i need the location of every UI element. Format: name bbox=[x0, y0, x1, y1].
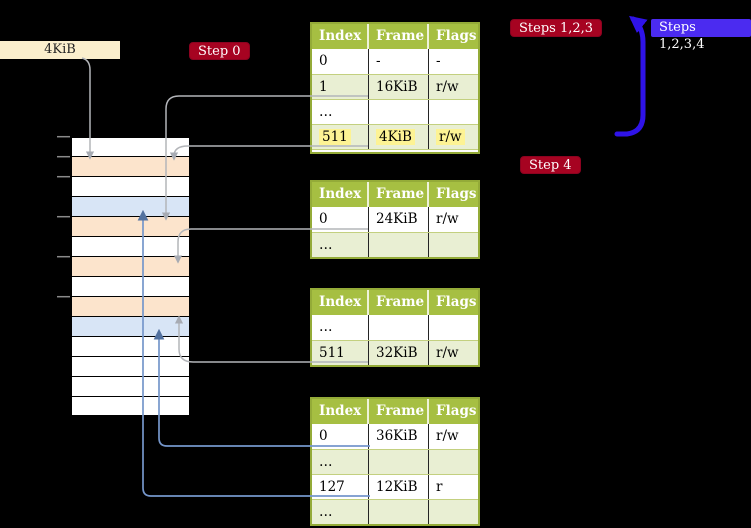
memory-row bbox=[71, 257, 189, 276]
col-flags: Flags bbox=[436, 186, 477, 202]
memory-row bbox=[71, 237, 189, 256]
memory-row bbox=[71, 337, 189, 356]
cell-flags: r/w bbox=[429, 125, 478, 149]
table-row-ellipsis: … bbox=[312, 315, 478, 340]
cell-index: … bbox=[312, 315, 369, 340]
memory-ticks bbox=[57, 135, 70, 298]
col-index: Index bbox=[312, 24, 369, 49]
col-index: Index bbox=[312, 399, 369, 424]
cell-index: … bbox=[312, 500, 369, 524]
cell-flags bbox=[429, 100, 478, 124]
cell-flags: r/w bbox=[436, 211, 459, 227]
cell-frame: - bbox=[369, 49, 429, 74]
memory-row bbox=[71, 157, 189, 176]
memory-row bbox=[71, 377, 189, 396]
clipped-row bbox=[312, 149, 478, 152]
step-4-badge: Step 4 bbox=[520, 156, 581, 174]
page-table-b: Index Frame Flags … 511 32KiB r/w bbox=[310, 288, 480, 367]
cell-index: 0 bbox=[312, 207, 369, 232]
cell-frame: 4KiB bbox=[369, 125, 429, 149]
memory-row bbox=[71, 357, 189, 376]
cell-frame bbox=[369, 100, 429, 124]
cell-flags: - bbox=[436, 53, 441, 69]
cell-frame bbox=[369, 233, 429, 257]
cell-index: 0 bbox=[312, 49, 369, 74]
table-header: Index Frame Flags bbox=[312, 24, 478, 49]
cell-frame: 32KiB bbox=[369, 341, 429, 365]
highlighted-value: r/w bbox=[436, 129, 465, 145]
cell-flags: r/w bbox=[436, 79, 459, 95]
memory-row bbox=[71, 177, 189, 196]
cell-flags bbox=[429, 315, 478, 340]
cell-frame: 24KiB bbox=[369, 207, 429, 232]
col-flags: Flags bbox=[436, 28, 477, 44]
cell-index: 0 bbox=[312, 424, 369, 449]
cell-frame: 16KiB bbox=[369, 75, 429, 99]
table-row-ellipsis: … bbox=[312, 99, 478, 124]
cell-frame: 12KiB bbox=[369, 475, 429, 499]
table-row: 511 32KiB r/w bbox=[312, 340, 478, 365]
col-frame: Frame bbox=[369, 399, 429, 424]
cell-index: … bbox=[312, 450, 369, 474]
steps-1234-badge: Steps 1,2,3,4 bbox=[651, 19, 751, 52]
physical-memory-column bbox=[70, 136, 190, 417]
table-row: 0 24KiB r/w bbox=[312, 207, 478, 232]
col-flags: Flags bbox=[436, 294, 477, 310]
table-row: 1 16KiB r/w bbox=[312, 74, 478, 99]
col-index: Index bbox=[312, 290, 369, 315]
cell-flags bbox=[429, 233, 478, 257]
step-0-badge: Step 0 bbox=[189, 42, 250, 60]
steps-123-badge: Steps 1,2,3 bbox=[510, 19, 603, 37]
cell-index: … bbox=[312, 233, 369, 257]
table-row: 0 - - bbox=[312, 49, 478, 74]
cell-index: … bbox=[312, 100, 369, 124]
cell-index: 511 bbox=[312, 341, 369, 365]
table-row-ellipsis: … bbox=[312, 449, 478, 474]
arrow-loop-steps-123 bbox=[614, 15, 648, 137]
memory-row bbox=[71, 297, 189, 316]
table-row: 0 36KiB r/w bbox=[312, 424, 478, 449]
cell-frame bbox=[369, 500, 429, 524]
cell-flags bbox=[429, 450, 478, 474]
memory-row bbox=[71, 317, 189, 336]
table-header: Index Frame Flags bbox=[312, 399, 478, 424]
page-table-a: Index Frame Flags 0 24KiB r/w … bbox=[310, 180, 480, 259]
cell-flags: r bbox=[436, 479, 443, 495]
col-index: Index bbox=[312, 182, 369, 207]
page-size-label: 4KiB bbox=[0, 41, 120, 59]
cell-index: 1 bbox=[312, 75, 369, 99]
col-flags: Flags bbox=[436, 403, 477, 419]
cell-index: 511 bbox=[312, 125, 369, 149]
memory-row bbox=[71, 277, 189, 296]
table-row-highlighted: 511 4KiB r/w bbox=[312, 124, 478, 149]
memory-row bbox=[71, 197, 189, 216]
cell-flags: r/w bbox=[436, 345, 459, 361]
col-frame: Frame bbox=[369, 24, 429, 49]
cell-index: 127 bbox=[312, 475, 369, 499]
table-row-ellipsis: … bbox=[312, 499, 478, 524]
page-table-c: Index Frame Flags 0 36KiB r/w … 127 12Ki… bbox=[310, 397, 480, 526]
table-row-ellipsis: … bbox=[312, 232, 478, 257]
cell-flags: r/w bbox=[436, 428, 459, 444]
cell-frame bbox=[369, 315, 429, 340]
memory-row bbox=[71, 217, 189, 236]
page-table-step0: Index Frame Flags 0 - - 1 16KiB r/w … 51… bbox=[310, 22, 480, 154]
col-frame: Frame bbox=[369, 182, 429, 207]
memory-row bbox=[71, 397, 189, 416]
table-row: 127 12KiB r bbox=[312, 474, 478, 499]
col-frame: Frame bbox=[369, 290, 429, 315]
table-header: Index Frame Flags bbox=[312, 182, 478, 207]
cell-flags bbox=[429, 500, 478, 524]
table-header: Index Frame Flags bbox=[312, 290, 478, 315]
highlighted-value: 511 bbox=[319, 129, 351, 145]
cell-frame bbox=[369, 450, 429, 474]
memory-row bbox=[71, 137, 189, 156]
cell-frame: 36KiB bbox=[369, 424, 429, 449]
highlighted-value: 4KiB bbox=[376, 129, 415, 145]
